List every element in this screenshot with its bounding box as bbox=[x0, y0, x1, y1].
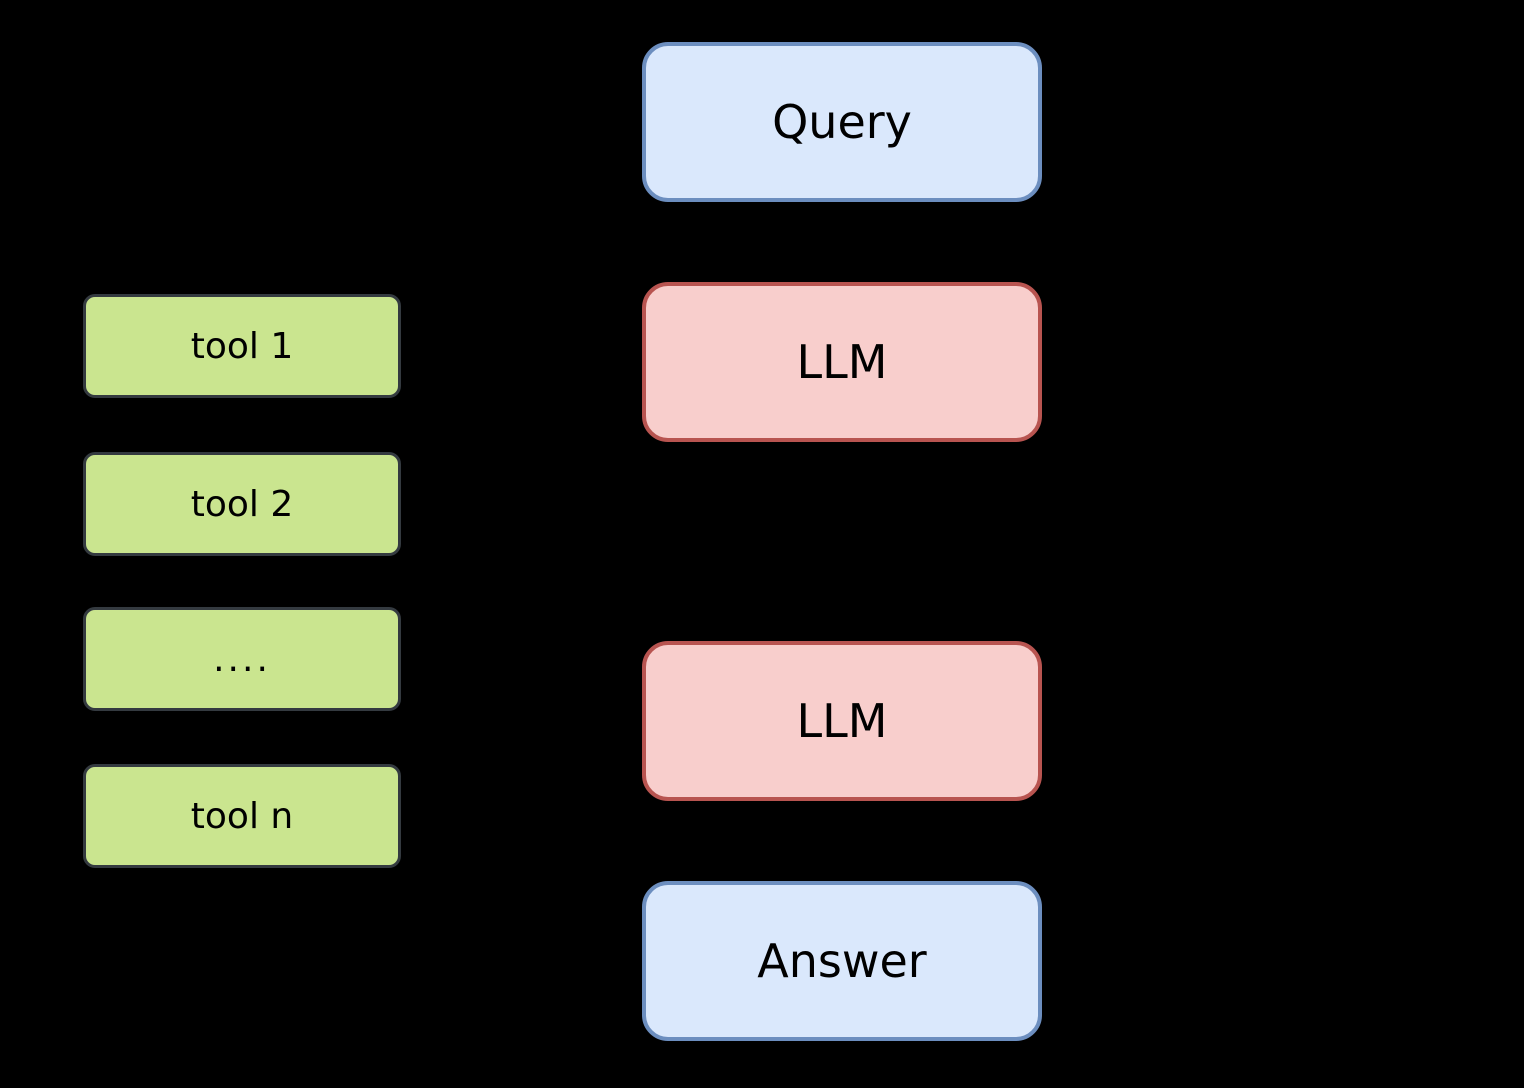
query-label: Query bbox=[772, 95, 912, 149]
llm-top-node: LLM bbox=[642, 282, 1042, 442]
tool-2-label: tool 2 bbox=[190, 483, 294, 525]
tool-1-label: tool 1 bbox=[190, 325, 294, 367]
tool-n-node: tool n bbox=[83, 764, 401, 868]
answer-label: Answer bbox=[757, 934, 927, 988]
tool-1-node: tool 1 bbox=[83, 294, 401, 398]
tool-ellipsis-label: .... bbox=[213, 638, 271, 680]
llm-top-label: LLM bbox=[796, 335, 888, 389]
tool-ellipsis-node: .... bbox=[83, 607, 401, 711]
llm-bottom-node: LLM bbox=[642, 641, 1042, 801]
tool-2-node: tool 2 bbox=[83, 452, 401, 556]
answer-node: Answer bbox=[642, 881, 1042, 1041]
tool-n-label: tool n bbox=[190, 795, 294, 837]
llm-bottom-label: LLM bbox=[796, 694, 888, 748]
query-node: Query bbox=[642, 42, 1042, 202]
